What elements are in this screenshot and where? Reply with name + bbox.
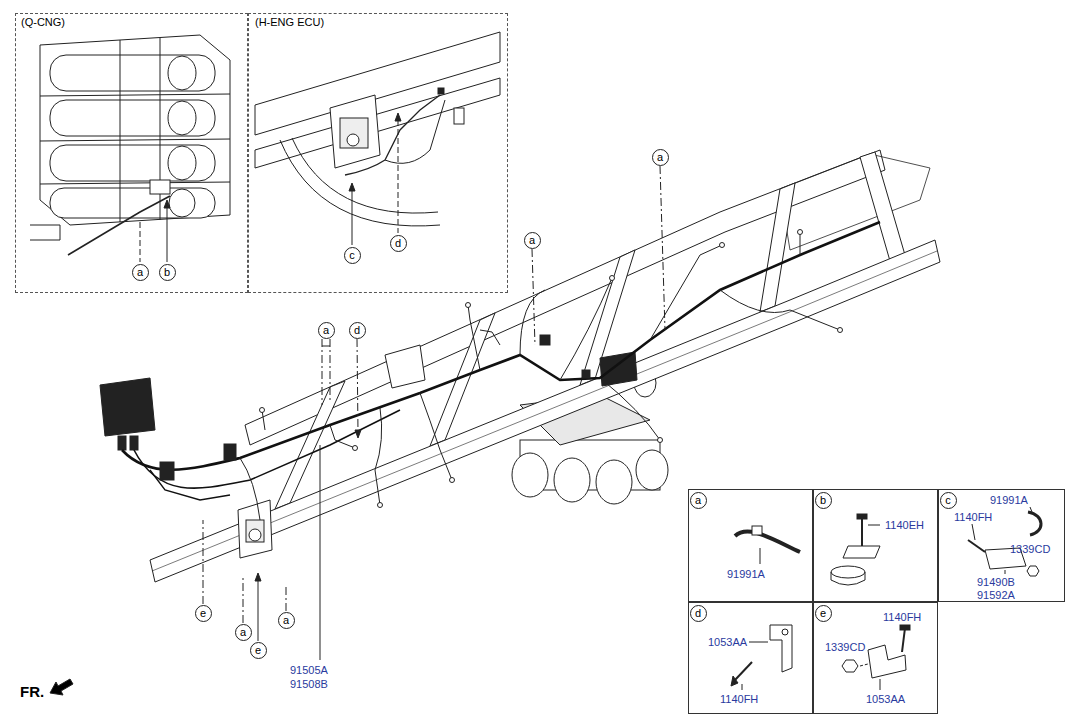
callout-letter: a <box>323 324 329 336</box>
part-number: 1140FH <box>883 611 921 623</box>
inset-frame: (H-ENG ECU) c d <box>248 13 508 293</box>
part-number: 91508B <box>290 678 328 690</box>
callout-letter: e <box>820 607 826 619</box>
part-number: 91991A <box>990 494 1028 506</box>
callout-circle: a <box>690 492 707 509</box>
callout-letter: a <box>240 626 246 638</box>
callout-letter: a <box>137 266 143 278</box>
callout-circle: c <box>940 492 957 509</box>
part-number: 91490B <box>977 576 1015 588</box>
callout-circle: e <box>250 642 267 659</box>
callout-letter: d <box>395 237 401 249</box>
part-number: 1339CD <box>1010 543 1050 555</box>
part-number: 1140EH <box>885 519 924 531</box>
callout-circle: a <box>318 322 335 339</box>
detail-panel: 91991A 1140FH 1339CD 91490B91592A c <box>938 489 1065 602</box>
callout-letter: a <box>283 614 289 626</box>
callout-circle: b <box>815 492 832 509</box>
part-number: 1140FH <box>954 511 992 523</box>
detail-panel: 1140FH 1339CD 1053AA e <box>813 602 938 714</box>
callout-circle: d <box>690 605 707 622</box>
callout-circle: e <box>815 605 832 622</box>
part-number: 91592A <box>977 589 1015 601</box>
part-number: 1053AA <box>866 693 905 705</box>
callout-letter: a <box>695 494 701 506</box>
callout-letter: e <box>255 644 261 656</box>
part-number: 91505A <box>290 664 328 676</box>
part-number: 1053AA <box>708 636 747 648</box>
part-number: 91991A <box>727 568 765 580</box>
part-number: 1339CD <box>825 641 865 653</box>
front-marker: FR. <box>20 684 44 700</box>
callout-circle: a <box>652 149 669 166</box>
detail-panel: 1140EH b <box>813 489 938 602</box>
callout-circle: a <box>235 624 252 641</box>
callout-circle: a <box>278 612 295 629</box>
callout-circle: d <box>349 322 366 339</box>
callout-letter: d <box>695 607 701 619</box>
callout-letter: e <box>200 607 206 619</box>
callout-letter: b <box>820 494 826 506</box>
inset-frame: (Q-CNG) a b <box>15 13 248 293</box>
callout-letter: d <box>354 324 360 336</box>
callout-circle: d <box>390 235 407 252</box>
callout-circle: c <box>344 247 361 264</box>
callout-letter: c <box>349 249 355 261</box>
inset-title: (Q-CNG) <box>21 16 65 28</box>
callout-letter: a <box>657 151 663 163</box>
detail-panel: 91991A a <box>688 489 813 602</box>
callout-letter: c <box>945 494 951 506</box>
callout-letter: a <box>529 234 535 246</box>
callout-letter: b <box>164 266 170 278</box>
callout-circle: a <box>524 232 541 249</box>
inset-title: (H-ENG ECU) <box>255 16 324 28</box>
detail-panel: 1053AA 1140FH d <box>688 602 813 714</box>
part-number: 1140FH <box>720 693 758 705</box>
callout-circle: b <box>159 264 176 281</box>
callout-circle: a <box>132 264 149 281</box>
callout-circle: e <box>195 605 212 622</box>
